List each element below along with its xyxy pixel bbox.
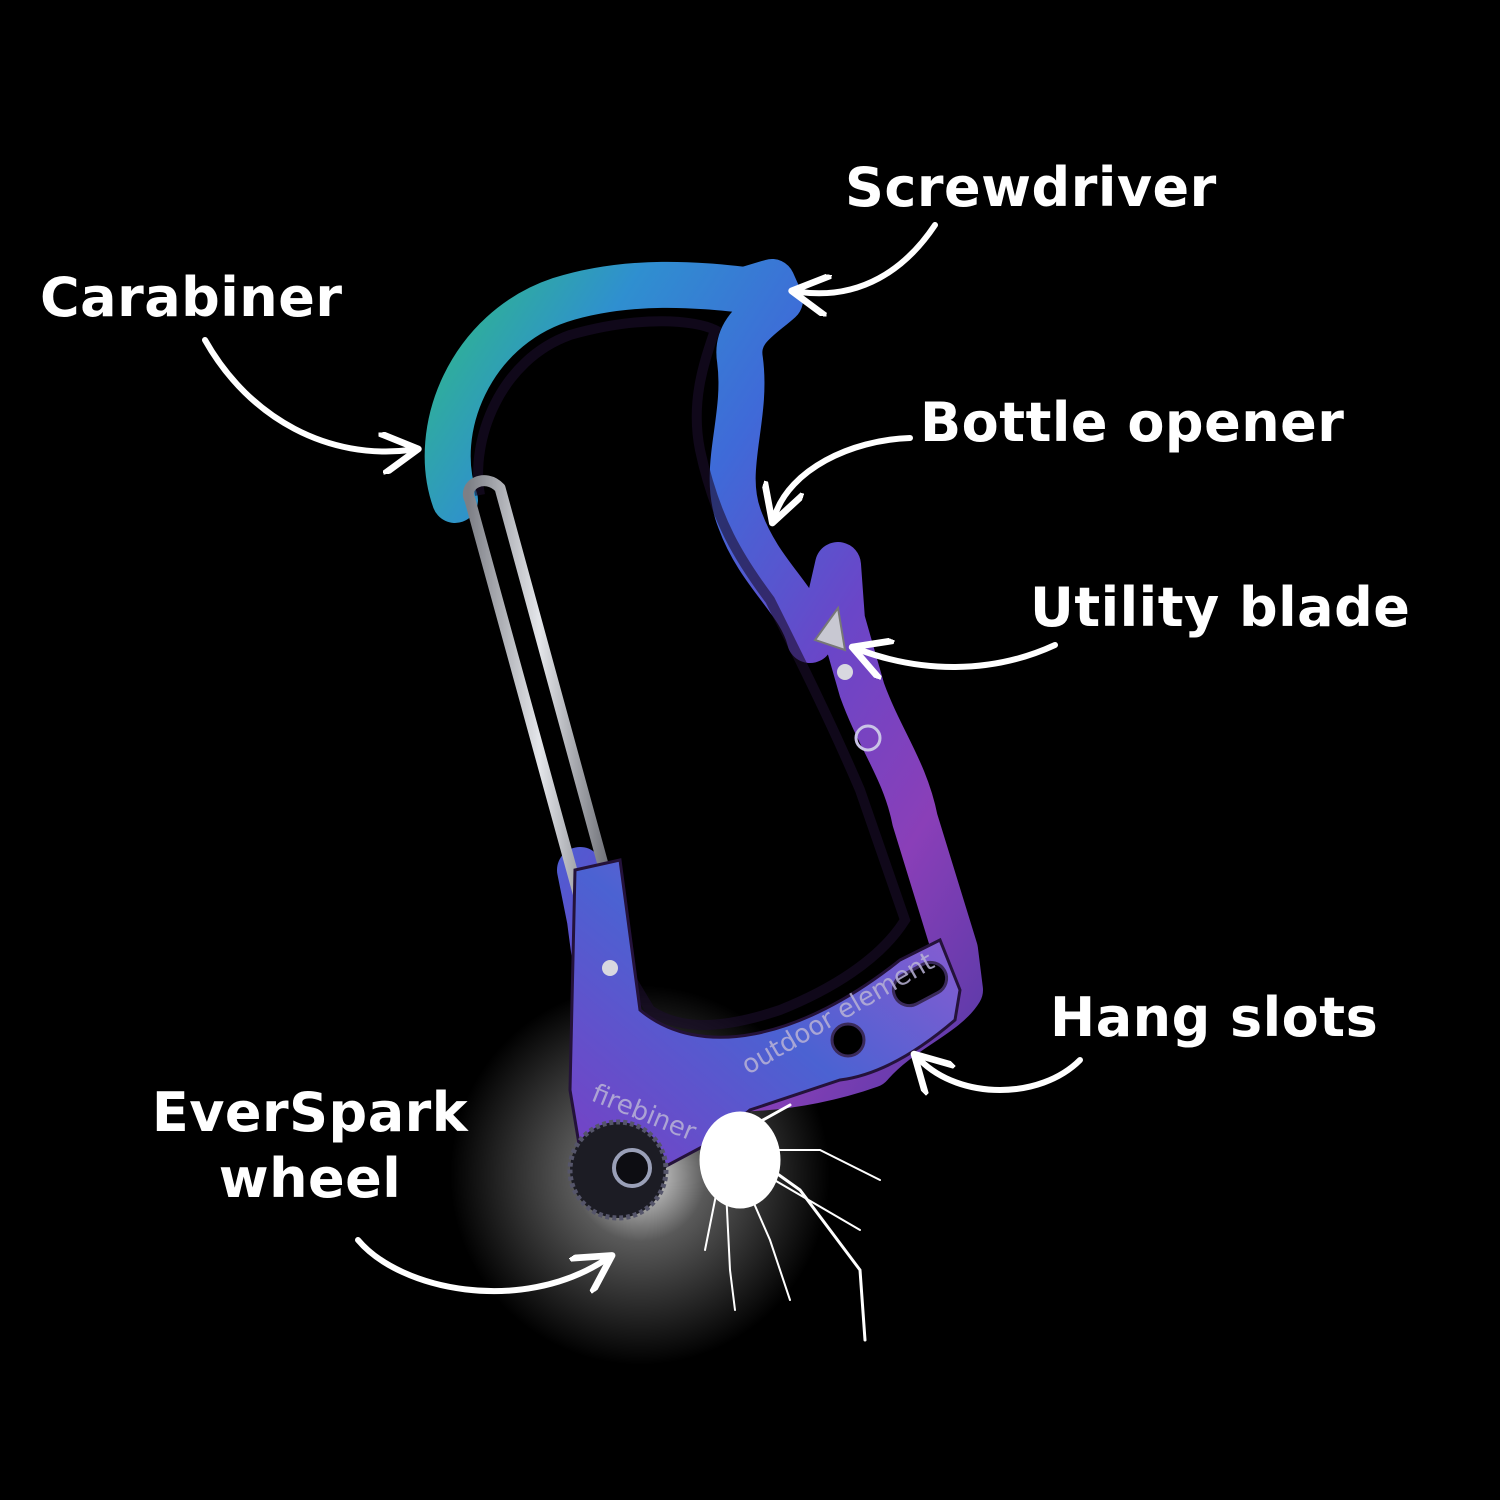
firebiner-base — [568, 858, 962, 1182]
label-hang-slots: Hang slots — [1050, 986, 1379, 1049]
label-utility-blade: Utility blade — [1030, 576, 1411, 639]
utility-blade-shape — [813, 605, 847, 652]
annotation-arrows — [202, 222, 1083, 1295]
spark-burst — [699, 1103, 881, 1342]
label-everspark-wheel: EverSpark wheel — [150, 1080, 470, 1212]
flame-logo — [854, 724, 882, 752]
label-bottle-opener: Bottle opener — [920, 391, 1345, 454]
label-everspark-line1: EverSpark — [151, 1081, 469, 1144]
rivet — [602, 960, 618, 976]
rivet — [837, 664, 853, 680]
arrow-screwdriver — [800, 222, 938, 293]
everspark-wheel-hub — [612, 1148, 652, 1188]
hang-slot — [830, 1022, 866, 1058]
label-everspark-line2: wheel — [218, 1146, 402, 1210]
label-screwdriver: Screwdriver — [845, 156, 1217, 219]
arrow-utility-blade — [860, 645, 1058, 667]
label-carabiner: Carabiner — [40, 266, 343, 329]
carabiner-gate — [462, 475, 616, 906]
arrow-hang-slots — [920, 1060, 1083, 1090]
hang-slot — [891, 960, 949, 1008]
arrow-carabiner — [202, 337, 410, 452]
arrow-bottle-opener — [775, 435, 913, 515]
carabiner-inner-edge — [473, 316, 911, 1030]
arrow-everspark — [355, 1237, 605, 1295]
